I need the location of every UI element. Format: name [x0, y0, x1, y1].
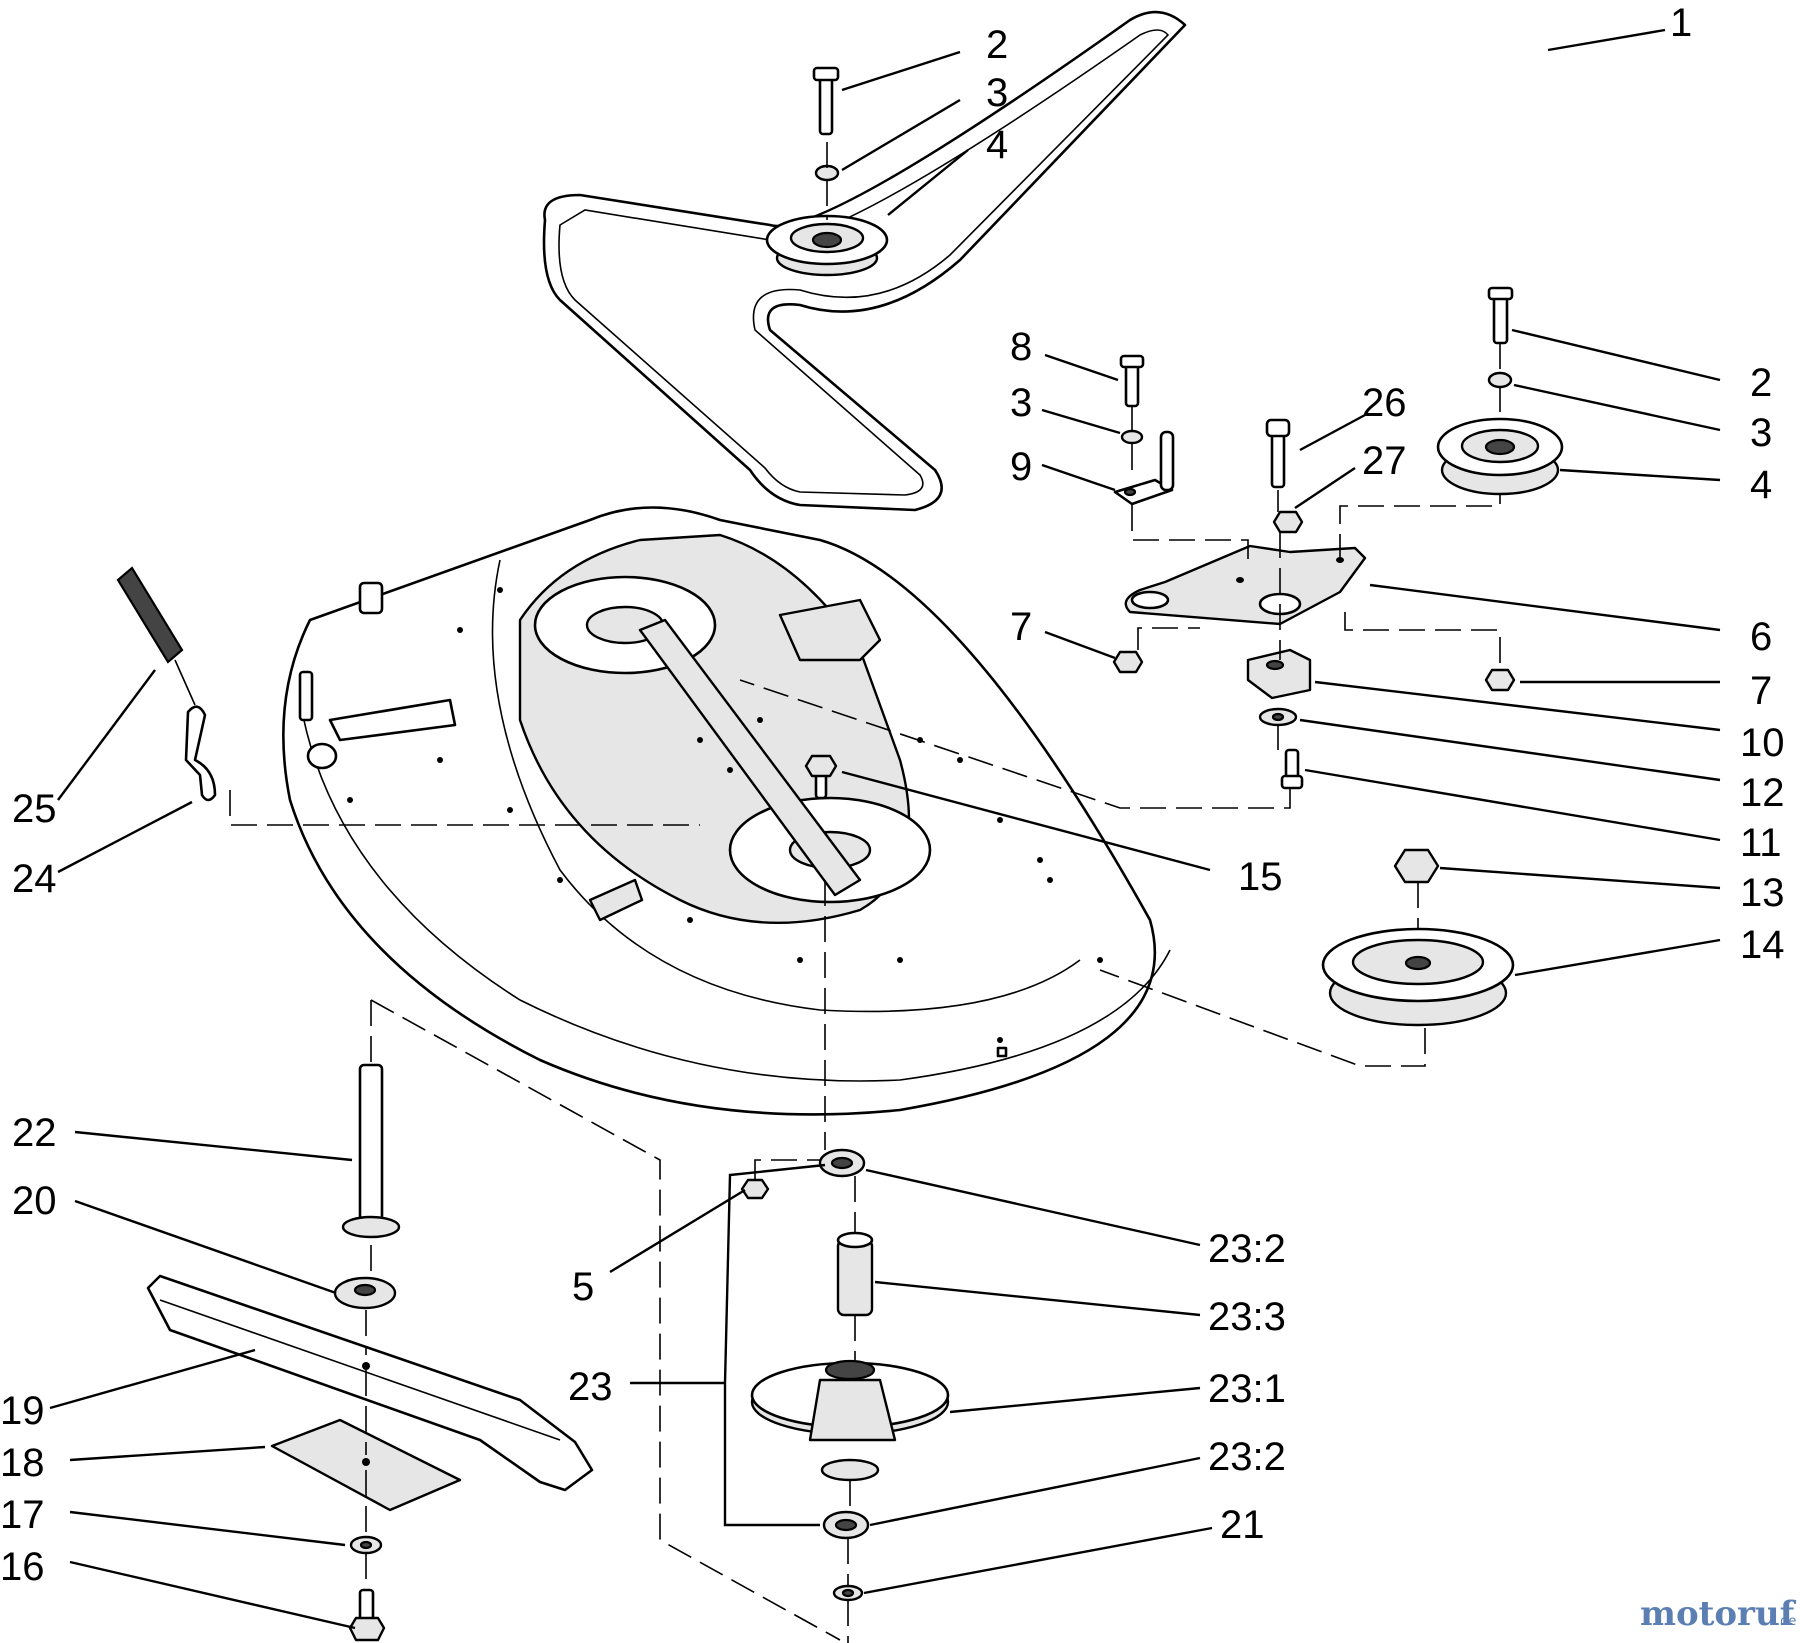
callout-22: 22	[12, 1111, 57, 1155]
callout-19: 19	[0, 1389, 45, 1433]
callout-25: 25	[12, 787, 57, 831]
callout-20: 20	[12, 1179, 57, 1223]
washer-17	[349, 1535, 383, 1555]
nut-7-right	[1484, 668, 1516, 692]
callout-10: 10	[1740, 721, 1785, 765]
callout-23-2-top: 23:2	[1208, 1227, 1286, 1271]
bearing-23-2-bottom	[822, 1510, 870, 1540]
mower-blade-19	[146, 1274, 594, 1492]
bearing-23-2-top	[818, 1148, 866, 1178]
callout-4-right: 4	[1750, 463, 1772, 507]
callout-11: 11	[1740, 821, 1782, 865]
callout-24: 24	[12, 857, 57, 901]
callout-3-arm: 3	[1010, 381, 1032, 425]
callout-23-1: 23:1	[1208, 1367, 1286, 1411]
callout-4-top: 4	[986, 123, 1008, 167]
callout-1: 1	[1670, 1, 1692, 45]
pivot-bracket-9	[1113, 430, 1175, 506]
callout-23: 23	[568, 1365, 613, 1409]
callout-9: 9	[1010, 445, 1032, 489]
blade-stiffener-18	[270, 1418, 462, 1512]
washer-3-arm	[1120, 429, 1144, 445]
washer-3-right	[1487, 371, 1513, 389]
bolt-2-right	[1487, 286, 1514, 345]
callout-2-top: 2	[986, 23, 1008, 67]
callout-7-left: 7	[1010, 605, 1032, 649]
watermark-suffix: .de	[1776, 1614, 1796, 1629]
callout-26: 26	[1362, 381, 1407, 425]
leader-lines	[49, 28, 1721, 1630]
callout-18: 18	[0, 1441, 45, 1485]
nut-7-left	[1112, 650, 1144, 674]
callout-15: 15	[1238, 855, 1283, 899]
callout-23-3: 23:3	[1208, 1295, 1286, 1339]
bolt-26	[1265, 418, 1291, 489]
callout-3-right: 3	[1750, 411, 1772, 455]
callout-17: 17	[0, 1493, 45, 1537]
spindle-shaft-22	[341, 1063, 401, 1239]
watermark-brand: motoruf	[1640, 1594, 1797, 1634]
callout-13: 13	[1740, 871, 1785, 915]
callout-23-2-bottom: 23:2	[1208, 1435, 1286, 1479]
idler-pulley-4-top	[765, 214, 889, 277]
pivot-block-10	[1246, 648, 1312, 700]
callout-3-top: 3	[986, 71, 1008, 115]
callout-16: 16	[0, 1545, 45, 1589]
bolt-11	[1280, 748, 1304, 790]
spindle-housing-23-1	[750, 1359, 950, 1482]
idler-arm-6	[1124, 544, 1367, 626]
bolt-8	[1119, 354, 1145, 408]
bolt-2-top	[812, 66, 840, 136]
callouts: 1 2 3 4 2 3 4 8 3 9 26 27 6 7 7 10 12 11…	[0, 1, 1785, 1589]
spacer-20	[333, 1276, 397, 1310]
callout-14: 14	[1740, 923, 1785, 967]
callout-2-right: 2	[1750, 361, 1772, 405]
pulley-14	[1321, 927, 1515, 1027]
callout-7-right: 7	[1750, 669, 1772, 713]
washer-12	[1258, 707, 1298, 727]
nut-13	[1393, 848, 1440, 884]
assembly-lines	[229, 142, 1501, 1643]
spindle-tube-23-3	[836, 1231, 874, 1317]
callout-21: 21	[1220, 1503, 1265, 1547]
callout-27: 27	[1362, 439, 1407, 483]
nut-5	[740, 1178, 770, 1200]
idler-pulley-4-right	[1436, 417, 1564, 496]
callout-6: 6	[1750, 615, 1772, 659]
blade-bolt-16	[348, 1588, 386, 1642]
callout-12: 12	[1740, 771, 1785, 815]
washer-3-top	[814, 164, 840, 182]
watermark-logo: motoruf .de	[1640, 1594, 1797, 1634]
extension-spring-25	[116, 566, 196, 706]
nut-27	[1272, 510, 1304, 534]
callout-5: 5	[572, 1265, 594, 1309]
deck-holes	[347, 587, 1103, 1043]
callout-8: 8	[1010, 325, 1032, 369]
mower-deck-housing	[282, 506, 1171, 1116]
washer-21	[832, 1584, 864, 1602]
spring-link-24	[184, 705, 217, 802]
